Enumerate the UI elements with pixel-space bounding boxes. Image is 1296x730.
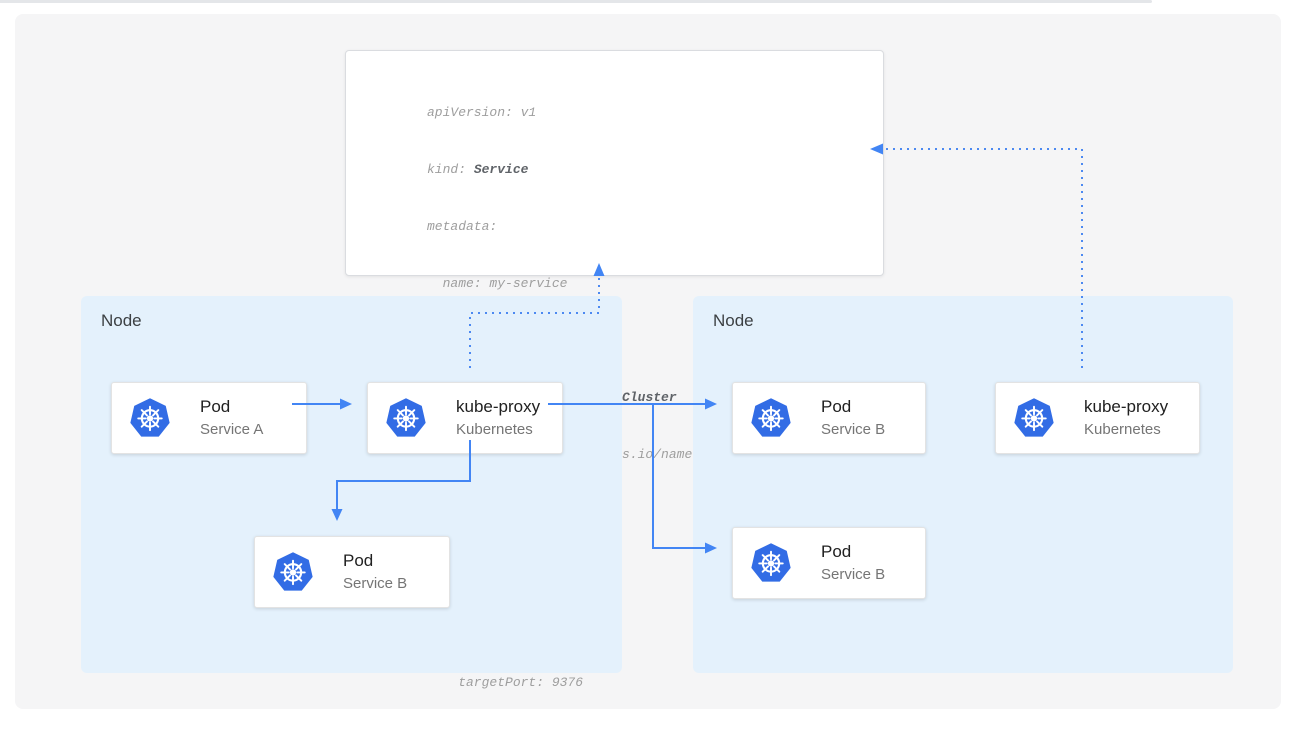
yaml-line: kind: Service <box>427 162 529 177</box>
node-box-right: Node Pod Service B Pod Service B kube-pr… <box>693 296 1233 673</box>
kube-proxy-left-card: kube-proxy Kubernetes <box>367 382 563 454</box>
kube-proxy-right-card: kube-proxy Kubernetes <box>995 382 1200 454</box>
node-box-left: Node Pod Service A kube-proxy Kubernetes… <box>81 296 622 673</box>
pod-service-b-top-card: Pod Service B <box>732 382 926 454</box>
yaml-line: name: my-service <box>427 276 568 291</box>
kubernetes-icon <box>750 542 792 584</box>
card-subtitle: Service B <box>821 566 886 583</box>
card-title: Pod <box>200 397 231 416</box>
node-label: Node <box>713 311 754 330</box>
card-title: kube-proxy <box>456 397 541 416</box>
kubernetes-icon <box>385 397 427 439</box>
card-subtitle: Service B <box>821 421 886 438</box>
pod-service-b-bottom-card: Pod Service B <box>732 527 926 599</box>
kubernetes-icon <box>129 397 171 439</box>
yaml-line: targetPort: 9376 <box>427 675 584 690</box>
card-subtitle: Service A <box>200 421 264 438</box>
card-title: kube-proxy <box>1084 397 1169 416</box>
pod-service-a-card: Pod Service A <box>111 382 307 454</box>
service-yaml-panel: apiVersion: v1 kind: Service metadata: n… <box>345 50 884 690</box>
diagram-panel: apiVersion: v1 kind: Service metadata: n… <box>15 14 1281 709</box>
kubernetes-icon <box>272 551 314 593</box>
pod-service-b-left-card: Pod Service B <box>254 536 450 608</box>
card-subtitle: Kubernetes <box>456 421 533 438</box>
card-title: Pod <box>343 551 374 570</box>
card-subtitle: Service B <box>343 575 408 592</box>
yaml-line: apiVersion: v1 <box>427 105 537 120</box>
card-title: Pod <box>821 397 852 416</box>
node-label: Node <box>101 311 142 330</box>
top-divider <box>0 0 1152 3</box>
yaml-line: metadata: <box>427 219 498 234</box>
kubernetes-icon <box>1013 397 1055 439</box>
card-subtitle: Kubernetes <box>1084 421 1161 438</box>
kubernetes-icon <box>750 397 792 439</box>
card-title: Pod <box>821 542 852 561</box>
